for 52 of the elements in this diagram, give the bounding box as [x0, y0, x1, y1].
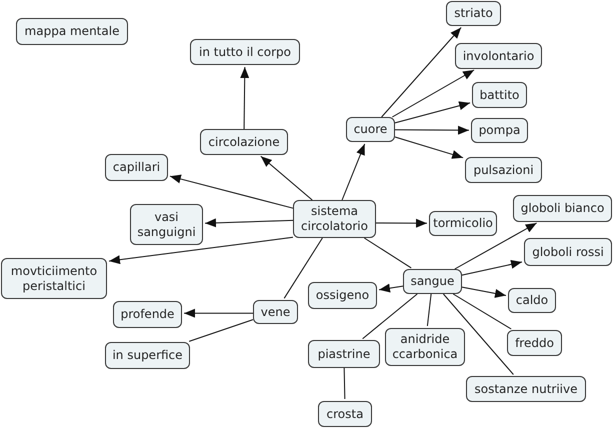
concept-box: pompa	[471, 118, 528, 143]
connector-line	[362, 294, 418, 340]
arrow	[342, 143, 366, 200]
arrow	[376, 218, 428, 228]
connector-line	[426, 294, 432, 326]
arrow	[184, 308, 254, 318]
connector-line	[344, 368, 346, 400]
arrow	[394, 136, 464, 159]
concept-box: freddo	[507, 330, 562, 356]
arrow	[169, 174, 294, 209]
arrow	[204, 218, 294, 228]
concept-box: in superfice	[105, 342, 190, 369]
concept-box: pulsazioni	[465, 157, 542, 183]
concept-box: sangue	[403, 269, 462, 294]
arrow	[260, 156, 313, 200]
concept-box: circolazione	[200, 129, 288, 155]
arrow	[394, 126, 470, 135]
concept-box: tormicolio	[429, 211, 497, 236]
connector-line	[452, 294, 512, 330]
concept-box: vene	[253, 300, 298, 324]
connector-line	[284, 238, 323, 299]
concept-box: movticiimento peristaltici	[1, 258, 107, 299]
concept-box: capillari	[105, 154, 168, 181]
concept-box: sistema circolatorio	[293, 200, 376, 238]
concept-box: striato	[446, 1, 501, 26]
concept-box: cuore	[346, 117, 395, 142]
concept-box: crosta	[318, 401, 372, 427]
arrow	[462, 260, 522, 276]
concept-box: ossigeno	[308, 282, 377, 309]
arrow	[454, 222, 538, 270]
concept-box: caldo	[508, 288, 556, 313]
concept-box: sostanze nutriive	[466, 376, 586, 402]
arrow	[240, 66, 250, 130]
connector-line	[442, 294, 514, 375]
arrow	[108, 236, 294, 264]
connector-line	[364, 238, 412, 268]
arrow	[392, 70, 475, 118]
arrow	[381, 27, 462, 118]
arrow	[462, 286, 506, 298]
concept-box: in tutto il corpo	[190, 39, 300, 65]
connector-line	[188, 319, 254, 342]
concept-box: globoli rossi	[524, 238, 612, 266]
concept-box: profende	[113, 301, 182, 328]
arrow	[394, 101, 471, 124]
concept-box: mappa mentale	[16, 18, 128, 45]
concept-box: involontario	[455, 43, 542, 69]
concept-box: vasi sanguigni	[130, 204, 203, 245]
arrow	[378, 284, 404, 293]
concept-box: piastrine	[308, 340, 380, 368]
concept-box: globoli bianco	[513, 195, 612, 222]
concept-box: anidride ccarbonica	[385, 328, 465, 366]
concept-box: battito	[472, 82, 527, 108]
